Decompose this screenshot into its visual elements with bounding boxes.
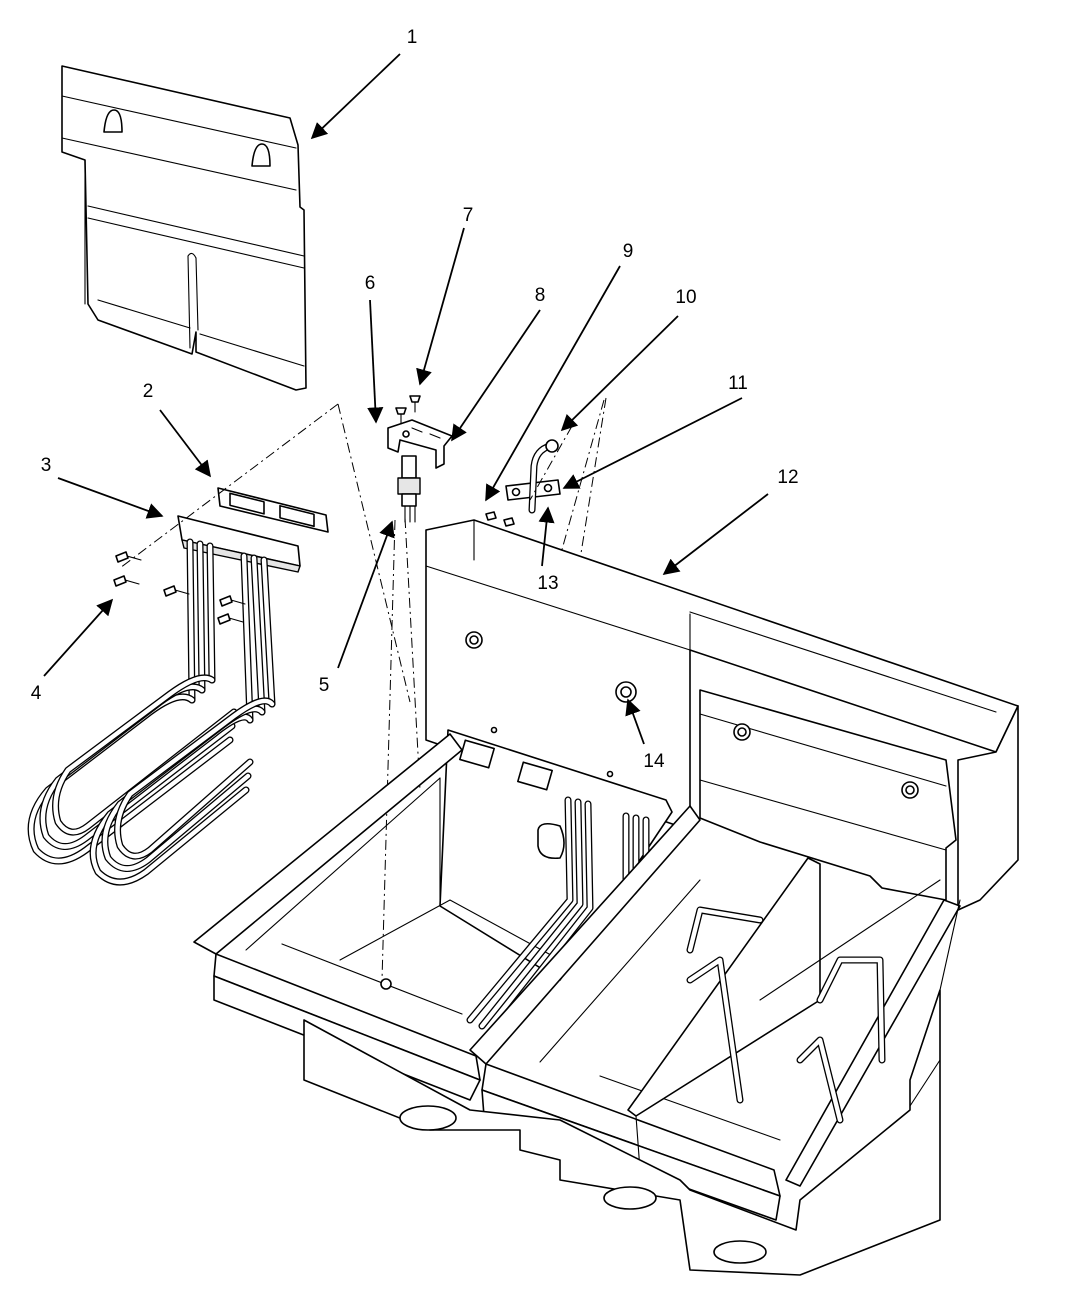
callout-6: 6 xyxy=(365,273,376,294)
part-9-screws xyxy=(485,511,515,527)
callout-10: 10 xyxy=(675,287,696,308)
leader-2 xyxy=(159,409,211,478)
part-6-bracket xyxy=(387,419,453,469)
part-3-heating-element xyxy=(27,515,301,886)
callout-12: 12 xyxy=(777,467,798,488)
callout-4: 4 xyxy=(31,683,42,704)
leader-8 xyxy=(451,309,541,442)
callout-5: 5 xyxy=(319,675,330,696)
part-4-screws xyxy=(113,551,246,625)
part-14-grommet xyxy=(615,681,637,703)
part-12-fryer-cabinet xyxy=(193,519,1019,1276)
leader-10 xyxy=(560,315,679,432)
part-7-screws xyxy=(395,395,421,425)
callout-7: 7 xyxy=(463,205,474,226)
callout-labels: 1 2 3 4 5 6 7 8 9 10 11 12 13 14 xyxy=(31,27,799,772)
callout-3: 3 xyxy=(41,455,52,476)
leader-13 xyxy=(538,506,555,567)
leader-1 xyxy=(310,53,401,140)
leader-9 xyxy=(485,265,621,502)
leader-5 xyxy=(337,520,395,669)
leader-4 xyxy=(43,598,114,677)
leader-12 xyxy=(662,493,769,575)
callout-9: 9 xyxy=(623,241,634,262)
callout-leaders xyxy=(43,53,769,745)
element-coil-left xyxy=(27,674,238,865)
callout-1: 1 xyxy=(407,27,418,48)
callout-13: 13 xyxy=(537,573,558,594)
element-coil-right xyxy=(89,697,276,886)
part-5-probe xyxy=(397,455,421,523)
leader-7 xyxy=(416,227,465,386)
leader-14 xyxy=(625,698,645,745)
part-10-probe-tube xyxy=(528,439,559,514)
part-1-cover-panel xyxy=(61,65,307,391)
callout-2: 2 xyxy=(143,381,154,402)
leader-11 xyxy=(562,397,743,489)
leader-6 xyxy=(367,299,384,424)
callout-8: 8 xyxy=(535,285,546,306)
leader-3 xyxy=(57,477,164,519)
part-2-gasket xyxy=(217,487,329,533)
callout-14: 14 xyxy=(643,751,665,772)
callout-11: 11 xyxy=(728,373,748,394)
